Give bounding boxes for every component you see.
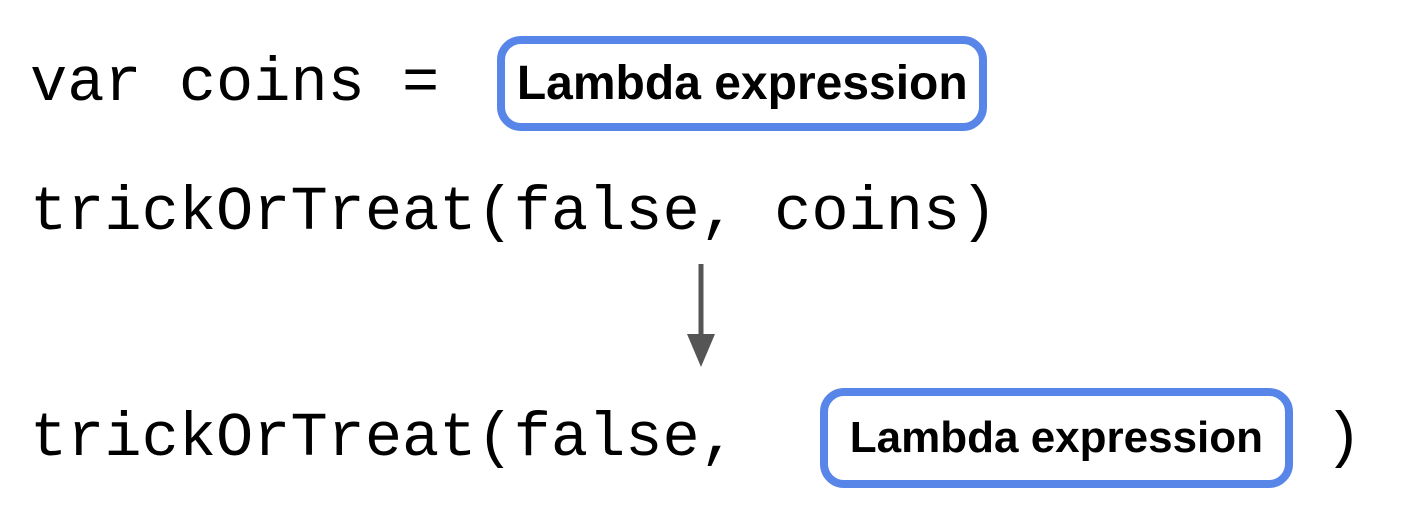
lambda-expression-label: Lambda expression [516, 57, 968, 110]
assignment-code: var coins = [30, 48, 440, 119]
call-with-variable-code: trickOrTreat(false, coins) [30, 176, 998, 248]
call-with-lambda-code-after: ) [1324, 402, 1363, 474]
call-with-variable-line: trickOrTreat(false, coins) [30, 177, 997, 248]
call-with-lambda-line: trickOrTreat(false, Lambda expression ) [30, 388, 1362, 488]
down-arrow-icon [686, 263, 716, 368]
call-with-lambda-code-before: trickOrTreat(false, [30, 402, 737, 474]
lambda-expression-label: Lambda expression [849, 413, 1264, 462]
lambda-expression-box-assignment: Lambda expression [497, 36, 988, 131]
assignment-line: var coins = Lambda expression [30, 36, 988, 131]
lambda-expression-box-argument: Lambda expression [819, 388, 1293, 488]
